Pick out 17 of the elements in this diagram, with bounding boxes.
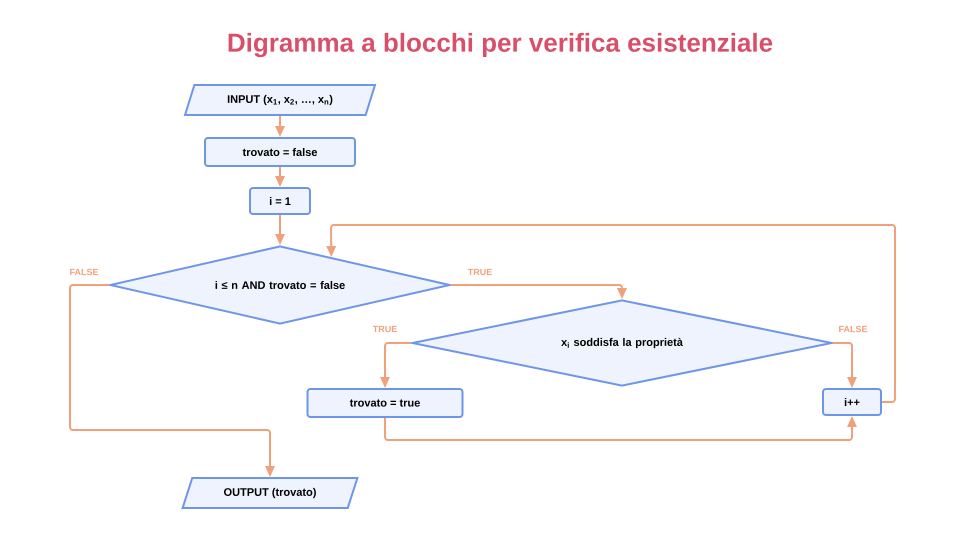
arrow: [833, 342, 857, 388]
edge-label: FALSE: [70, 268, 98, 276]
arrow: [69, 284, 276, 477]
process-box: trovato = false: [204, 137, 356, 167]
process-box: trovato = true: [306, 388, 464, 418]
arrow: [275, 116, 286, 137]
edge-label: FALSE: [839, 326, 868, 332]
arrow: [275, 215, 285, 245]
arrow: [384, 416, 857, 441]
arrow: [451, 284, 627, 299]
process-box: i = 1: [249, 187, 311, 215]
title: Digramma a blocchi per verifica esistenziale: [228, 32, 772, 58]
edge-label: TRUE: [468, 268, 492, 276]
arrow: [275, 167, 285, 187]
process-box: i++: [822, 388, 882, 416]
arrow: [380, 342, 411, 388]
edge-label: TRUE: [372, 326, 397, 332]
